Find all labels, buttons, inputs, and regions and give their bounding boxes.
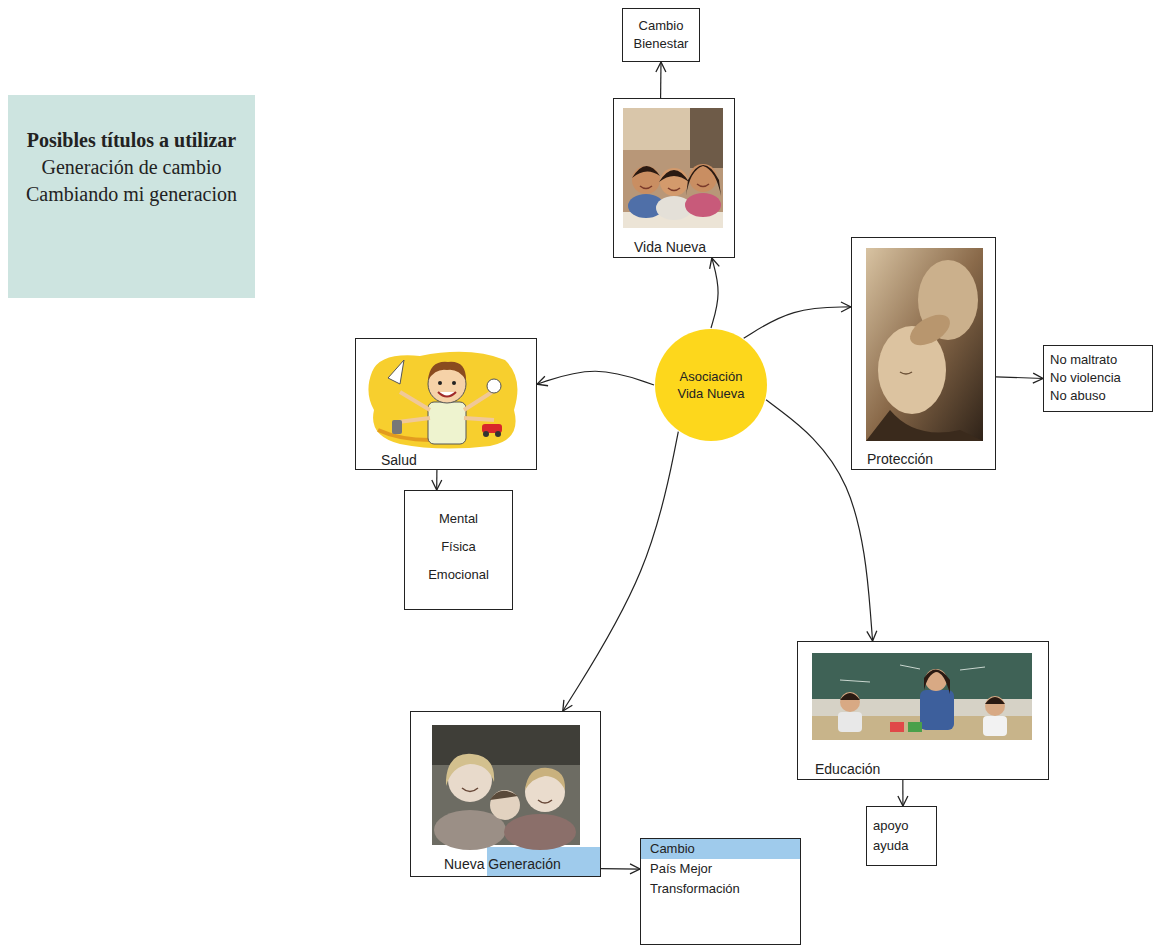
- node-text: apoyo: [873, 816, 908, 836]
- connector-arrow: [766, 400, 873, 641]
- node-text: No violencia: [1050, 369, 1121, 387]
- connector-arrow: [902, 780, 903, 806]
- node-text: Cambio: [650, 839, 695, 859]
- kids-photo: [623, 108, 723, 228]
- classroom-photo: [812, 653, 1032, 740]
- connector-arrow: [660, 62, 662, 98]
- node-text: País Mejor: [650, 859, 712, 879]
- children-photo: [432, 725, 580, 850]
- connector-arrow: [537, 371, 654, 385]
- title-text: Posibles títulos a utilizar: [27, 127, 236, 154]
- node-text: Cambio: [639, 17, 684, 35]
- node-text: Emocional: [428, 561, 489, 589]
- row-highlight: [641, 839, 800, 859]
- photo-frame: Educación: [797, 641, 1049, 780]
- list-box: apoyoayuda: [866, 806, 937, 866]
- node-text: Bienestar: [634, 35, 689, 53]
- photo-caption: Salud: [381, 452, 417, 468]
- photo-frame: Nueva Generación: [410, 711, 601, 877]
- photo-frame: Salud: [355, 338, 537, 470]
- node-text: No abuso: [1050, 387, 1106, 405]
- photo-frame: Vida Nueva: [613, 98, 735, 258]
- boy-clipart: [368, 352, 517, 449]
- photo-caption: Nueva Generación: [444, 856, 561, 872]
- connector-arrow: [711, 258, 718, 328]
- photo-frame: Protección: [851, 237, 996, 470]
- list-box: CambioPaís MejorTransformación: [640, 838, 801, 945]
- photo-caption: Educación: [815, 761, 880, 777]
- list-box: MentalFísicaEmocional: [404, 490, 513, 610]
- connector-arrow: [563, 432, 679, 711]
- hub-circle: Asociación Vida Nueva: [654, 328, 768, 442]
- node-text: Mental: [439, 505, 478, 533]
- connector-arrow: [996, 377, 1043, 379]
- photo-caption: Vida Nueva: [634, 239, 706, 255]
- outcome-box: CambioBienestar: [622, 8, 700, 62]
- node-text: No maltrato: [1050, 351, 1117, 369]
- photo-caption: Protección: [867, 451, 933, 467]
- node-text: Asociación Vida Nueva: [668, 368, 754, 402]
- circle-shape: [654, 328, 768, 442]
- list-box: No maltratoNo violenciaNo abuso: [1043, 345, 1153, 412]
- title-text: Generación de cambio: [42, 154, 222, 181]
- node-text: Transformación: [650, 879, 740, 899]
- title-text: Cambiando mi generacion: [26, 181, 237, 208]
- node-text: Física: [441, 533, 476, 561]
- title-options-panel: Posibles títulos a utilizarGeneración de…: [8, 95, 255, 298]
- baby-photo: [866, 248, 983, 441]
- connector-arrow: [601, 868, 640, 870]
- circle-fill: [655, 329, 767, 441]
- node-text: ayuda: [873, 836, 908, 856]
- connector-arrow: [436, 470, 437, 490]
- connector-arrow: [744, 307, 851, 338]
